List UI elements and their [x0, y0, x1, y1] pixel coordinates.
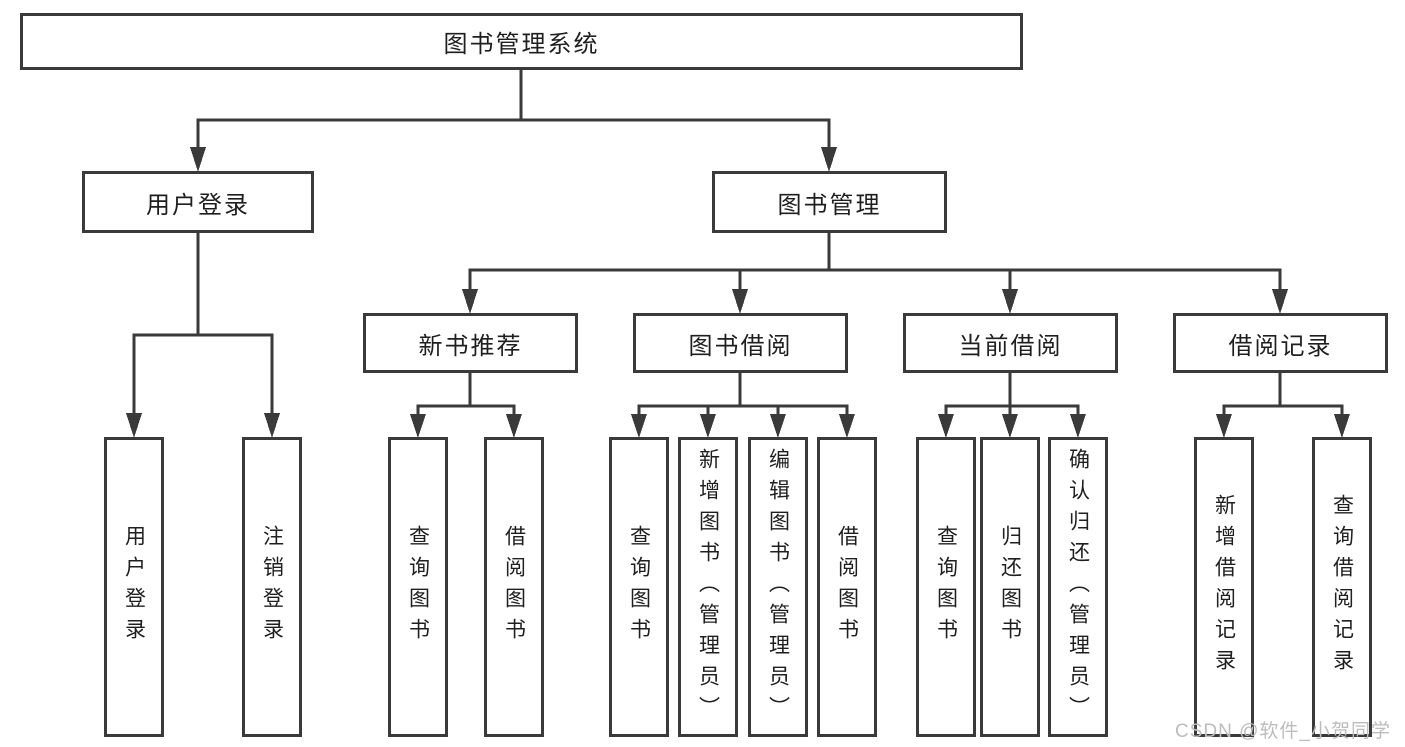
node-label: 借阅图书: [502, 525, 526, 649]
node-borrowing-records: 借阅记录: [1173, 313, 1388, 373]
leaf-user-login: 用户登录: [104, 437, 164, 737]
node-user-login: 用户登录: [82, 171, 314, 233]
leaf-query-books-current: 查询图书: [916, 437, 976, 737]
node-label: 查询借阅记录: [1330, 494, 1354, 680]
node-label: 新增借阅记录: [1212, 494, 1236, 680]
node-label: 借阅图书: [835, 525, 859, 649]
node-label: 当前借阅: [958, 332, 1063, 360]
node-label: 借阅记录: [1228, 332, 1333, 360]
node-label: 编辑图书（管理员）: [766, 447, 790, 727]
leaf-confirm-return-admin: 确认归还（管理员）: [1048, 437, 1108, 737]
leaf-borrow-books: 借阅图书: [817, 437, 877, 737]
node-label: 新书推荐: [418, 332, 523, 360]
node-label: 查询图书: [406, 525, 430, 649]
leaf-return-book: 归还图书: [980, 437, 1040, 737]
node-label: 查询图书: [627, 525, 651, 649]
node-label: 新增图书（管理员）: [696, 447, 720, 727]
csdn-watermark: CSDN @软件_小贺同学: [1175, 721, 1391, 742]
leaf-query-borrow-record: 查询借阅记录: [1312, 437, 1372, 737]
node-label: 注销登录: [260, 525, 284, 649]
leaf-add-borrow-record: 新增借阅记录: [1194, 437, 1254, 737]
node-system-root: 图书管理系统: [20, 13, 1023, 70]
node-label: 用户登录: [146, 191, 250, 219]
leaf-query-books-borrow: 查询图书: [609, 437, 669, 737]
leaf-query-books-recommend: 查询图书: [388, 437, 448, 737]
node-label: 图书借阅: [688, 332, 793, 360]
node-label: 归还图书: [998, 525, 1022, 649]
leaf-add-book-admin: 新增图书（管理员）: [678, 437, 738, 737]
node-book-borrowing: 图书借阅: [633, 313, 848, 373]
leaf-edit-book-admin: 编辑图书（管理员）: [748, 437, 808, 737]
node-label: 确认归还（管理员）: [1066, 447, 1090, 727]
node-label: 图书管理系统: [443, 31, 600, 58]
node-new-book-recommend: 新书推荐: [363, 313, 578, 373]
node-label: 用户登录: [122, 525, 146, 649]
leaf-borrow-books-recommend: 借阅图书: [484, 437, 544, 737]
node-book-management: 图书管理: [712, 171, 947, 233]
node-label: 查询图书: [934, 525, 958, 649]
node-label: 图书管理: [777, 191, 882, 219]
node-current-borrowing: 当前借阅: [903, 313, 1118, 373]
leaf-logout: 注销登录: [242, 437, 302, 737]
